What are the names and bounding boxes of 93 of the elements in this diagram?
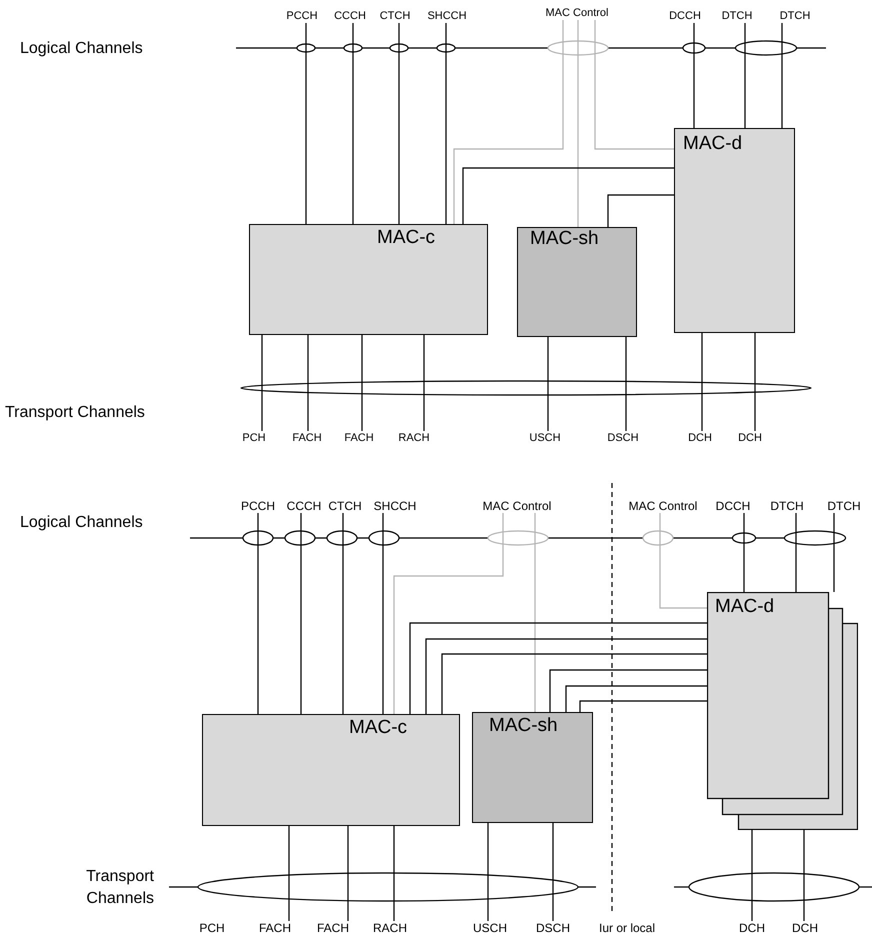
connector-line [565, 685, 707, 712]
channel-label: DTCH [719, 9, 755, 23]
connector-line [453, 20, 564, 224]
connector-line [693, 23, 695, 128]
section-label: Logical Channels [20, 39, 144, 59]
channel-label: DTCH [768, 499, 806, 513]
channel-label: CTCH [379, 9, 411, 23]
channel-label: DCH [787, 921, 823, 935]
connector-line [594, 20, 674, 150]
connector-line [743, 513, 745, 592]
section-label: Transport Channels [85, 867, 154, 909]
connector-line [751, 830, 753, 921]
connector-line [795, 513, 797, 592]
process-box [249, 224, 488, 335]
connector-line [300, 513, 302, 714]
channel-label: FACH [339, 431, 379, 445]
connector-line [577, 20, 579, 227]
channel-label: CTCH [326, 499, 364, 513]
channel-label: DCH [732, 431, 768, 445]
connector-line [425, 638, 707, 714]
channel-label: RACH [370, 921, 410, 935]
channel-label: PCCH [240, 499, 276, 513]
connector-line [547, 337, 549, 431]
connector-line [659, 513, 707, 609]
channel-label: CCCH [284, 499, 324, 513]
connector-line [803, 830, 805, 921]
channel-label: CCCH [333, 9, 367, 23]
connector-line [342, 513, 344, 714]
process-box [674, 128, 795, 333]
channel-label: DTCH [777, 9, 813, 23]
box-title: MAC-c [377, 227, 436, 249]
process-box [202, 714, 460, 826]
connector-line [781, 23, 783, 128]
box-title: MAC-sh [530, 228, 599, 250]
channel-label: DSCH [602, 431, 644, 445]
process-box [472, 712, 593, 823]
connector-line [361, 335, 363, 431]
channel-label: USCH [525, 431, 565, 445]
connector-line [382, 513, 384, 714]
connector-line [487, 823, 489, 921]
channel-label: MAC Control [542, 6, 612, 20]
channel-label: PCCH [285, 9, 319, 23]
connector-line [307, 335, 309, 431]
channel-label: DSCH [532, 921, 574, 935]
interface-label: Iur or local [598, 921, 656, 935]
connector-line [552, 823, 554, 921]
channel-label: SHCCH [373, 499, 417, 513]
connector-line [423, 335, 425, 431]
channel-label: FACH [313, 921, 353, 935]
channel-label: PCH [198, 921, 226, 935]
connector-line [398, 23, 400, 224]
channel-label: DCH [682, 431, 718, 445]
channel-label: MAC Control [481, 499, 553, 513]
connector-line [534, 513, 536, 712]
channel-label: MAC Control [627, 499, 699, 513]
channel-label: SHCCH [427, 9, 467, 23]
connector-line [257, 513, 259, 714]
connector-line [754, 333, 756, 431]
connector-line [579, 700, 707, 712]
channel-label: DCCH [714, 499, 752, 513]
connector-line [445, 23, 447, 224]
connector-line [393, 513, 504, 714]
box-title: MAC-sh [489, 715, 558, 737]
connector-line [261, 335, 263, 431]
connector-line [347, 826, 349, 921]
connector-line [393, 826, 395, 921]
connector-line [701, 333, 703, 431]
connector-line [625, 337, 627, 431]
connector-line [549, 669, 707, 712]
channel-label: PCH [236, 431, 272, 445]
connector-line [305, 23, 307, 224]
channel-label: DCH [734, 921, 770, 935]
channel-label: FACH [255, 921, 295, 935]
box-title: MAC-d [683, 133, 742, 155]
process-box [517, 227, 637, 337]
connector-line [744, 23, 746, 128]
channel-label: DCCH [667, 9, 703, 23]
channel-label: FACH [287, 431, 327, 445]
connector-line [607, 194, 674, 227]
connector-line [833, 513, 835, 592]
box-title: MAC-d [715, 596, 774, 618]
stacked-box-drawing [707, 592, 858, 830]
channel-label: DTCH [825, 499, 863, 513]
connector-line [352, 23, 354, 224]
section-label: Transport Channels [5, 403, 146, 423]
connector-line [409, 622, 707, 714]
channel-label: RACH [394, 431, 434, 445]
channel-label: USCH [470, 921, 510, 935]
connector-line [462, 167, 674, 224]
connector-line [441, 653, 707, 714]
section-label: Logical Channels [20, 513, 144, 533]
connector-line [288, 826, 290, 921]
box-title: MAC-c [349, 717, 408, 739]
